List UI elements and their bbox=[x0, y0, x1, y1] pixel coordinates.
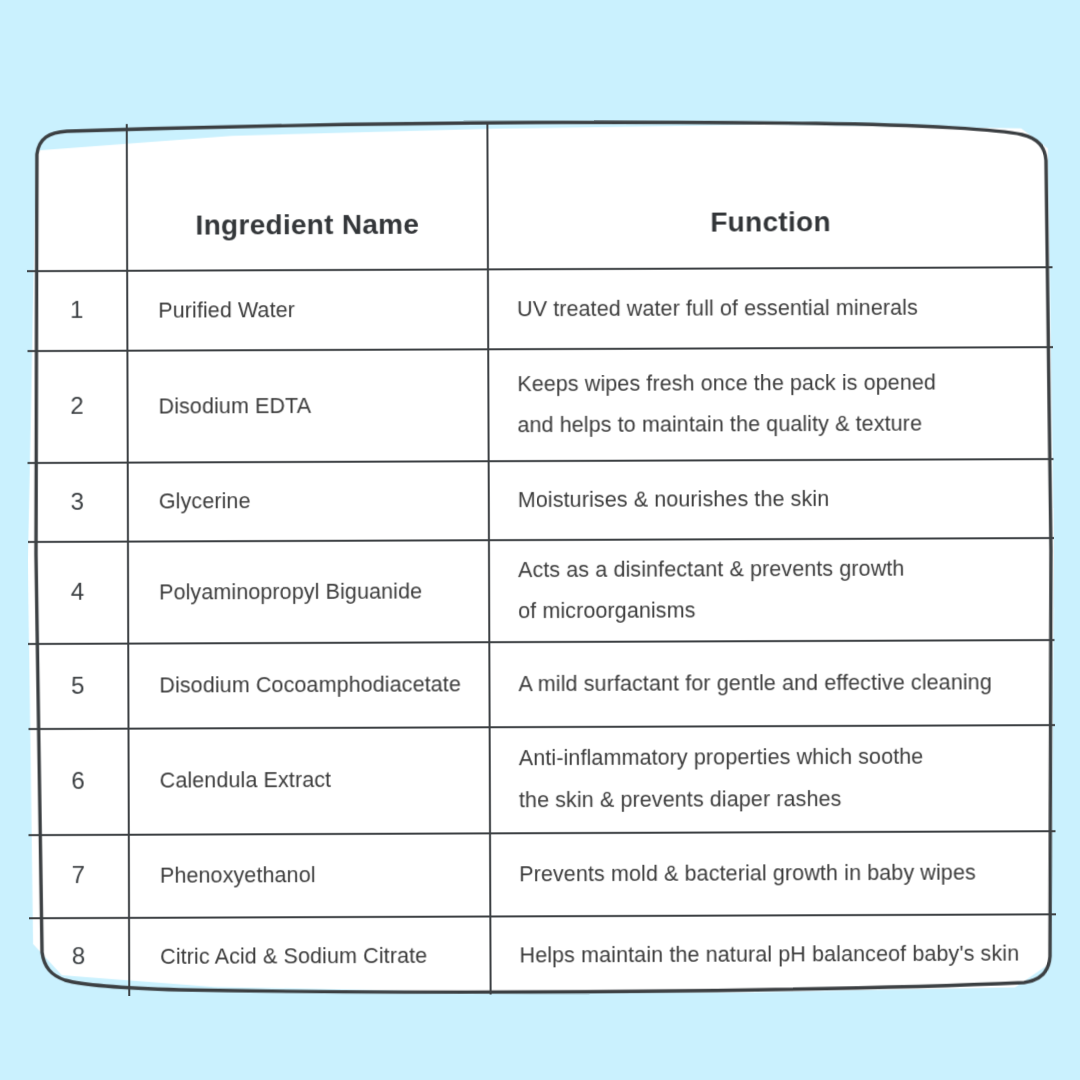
row-function: Prevents mold & bacterial growth in baby… bbox=[491, 832, 1056, 915]
table-row[interactable]: 5 Disodium Cocoamphodiacetate A mild sur… bbox=[28, 641, 1055, 731]
row-ingredient-name: Polyaminopropyl Biguanide bbox=[128, 541, 491, 643]
row-function-line: Anti-inflammatory properties which sooth… bbox=[518, 745, 924, 771]
row-ingredient-name: Phenoxyethanol bbox=[129, 834, 492, 917]
table-row[interactable]: 8 Citric Acid & Sodium Citrate Helps mai… bbox=[28, 915, 1056, 997]
header-cell-ingredient-name: Ingredient Name bbox=[127, 122, 489, 271]
row-index: 7 bbox=[28, 835, 131, 918]
row-function: A mild surfactant for gentle and effecti… bbox=[490, 641, 1055, 726]
row-ingredient-name: Citric Acid & Sodium Citrate bbox=[130, 917, 492, 997]
row-ingredient-name: Purified Water bbox=[128, 270, 490, 351]
row-function-line: and helps to maintain the quality & text… bbox=[517, 411, 923, 438]
row-function-line: Prevents mold & bacterial growth in baby… bbox=[519, 860, 976, 886]
row-function-line: Helps maintain the natural pH balanceof … bbox=[519, 941, 1020, 968]
row-function-line: A mild surfactant for gentle and effecti… bbox=[518, 670, 992, 696]
row-function-line: of microorganisms bbox=[518, 598, 696, 624]
table-row[interactable]: 6 Calendula Extract Anti-inflammatory pr… bbox=[28, 726, 1056, 836]
row-index: 1 bbox=[27, 272, 129, 351]
row-function-line: Moisturises & nourishes the skin bbox=[517, 486, 830, 513]
row-function: UV treated water full of essential miner… bbox=[489, 269, 1053, 349]
table-row[interactable]: 4 Polyaminopropyl Biguanide Acts as a di… bbox=[27, 539, 1055, 646]
row-function-line: Keeps wipes fresh once the pack is opene… bbox=[517, 370, 937, 396]
row-ingredient-name: Disodium EDTA bbox=[128, 350, 490, 462]
row-index: 8 bbox=[28, 918, 131, 997]
table-grid: Ingredient Name Function 1 Purified Wate… bbox=[26, 120, 1056, 997]
table-header-row: Ingredient Name Function bbox=[26, 120, 1053, 273]
table-row[interactable]: 3 Glycerine Moisturises & nourishes the … bbox=[27, 460, 1054, 544]
row-function: Moisturises & nourishes the skin bbox=[490, 460, 1054, 539]
row-ingredient-name: Calendula Extract bbox=[129, 728, 492, 834]
row-function: Acts as a disinfectant & prevents growth… bbox=[490, 539, 1054, 641]
row-function-line: Acts as a disinfectant & prevents growth bbox=[517, 556, 905, 582]
header-cell-function: Function bbox=[710, 206, 831, 238]
row-function-line: UV treated water full of essential miner… bbox=[517, 295, 918, 321]
table-row[interactable]: 2 Disodium EDTA Keeps wipes fresh once t… bbox=[27, 348, 1054, 465]
row-index: 5 bbox=[28, 644, 130, 729]
table-row[interactable]: 7 Phenoxyethanol Prevents mold & bacteri… bbox=[28, 832, 1056, 920]
row-function: Helps maintain the natural pH balanceof … bbox=[491, 915, 1056, 994]
row-index: 6 bbox=[28, 729, 130, 834]
table-row[interactable]: 1 Purified Water UV treated water full o… bbox=[27, 268, 1053, 353]
row-index: 2 bbox=[27, 352, 129, 463]
row-ingredient-name: Glycerine bbox=[128, 462, 490, 541]
ingredients-table-card: Ingredient Name Function 1 Purified Wate… bbox=[26, 120, 1056, 997]
header-cell-index bbox=[26, 124, 129, 271]
row-index: 4 bbox=[27, 542, 130, 644]
row-function-line: the skin & prevents diaper rashes bbox=[518, 786, 842, 813]
row-function: Keeps wipes fresh once the pack is opene… bbox=[489, 349, 1053, 461]
row-ingredient-name: Disodium Cocoamphodiacetate bbox=[129, 643, 491, 728]
row-function: Anti-inflammatory properties which sooth… bbox=[491, 726, 1056, 832]
row-index: 3 bbox=[27, 463, 129, 542]
